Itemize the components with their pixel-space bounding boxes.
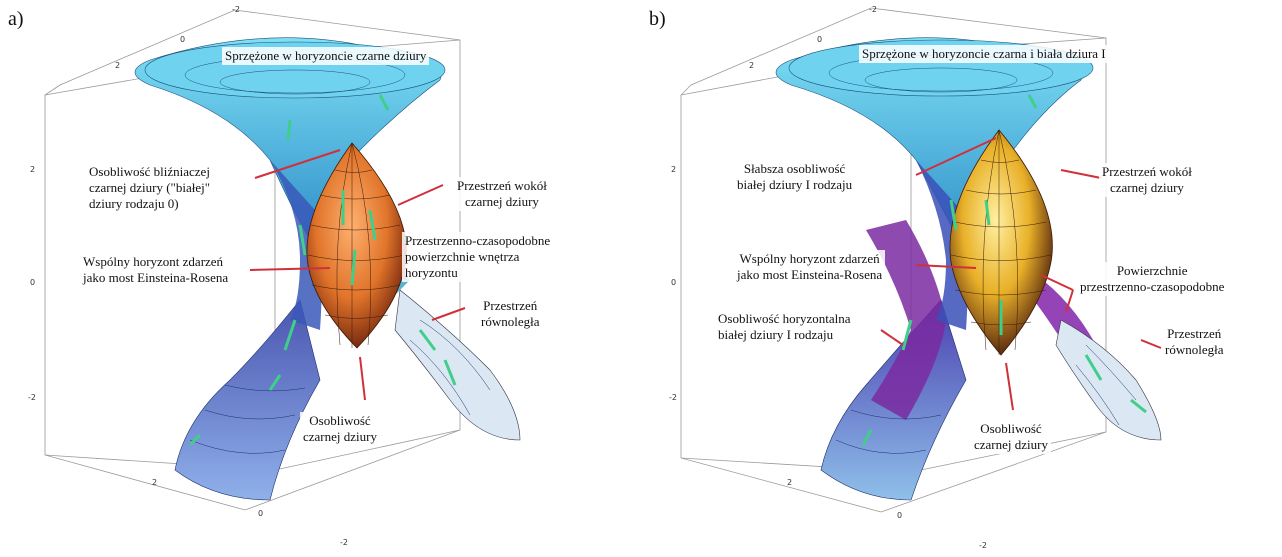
tick-label: -2	[340, 538, 348, 547]
parallel-space-surface	[394, 289, 521, 441]
flow-arrows	[861, 94, 1147, 446]
label-line: równoległa	[481, 314, 540, 329]
label-line: Osobliwość horyzontalna	[718, 311, 851, 326]
label-weaker-singularity: Słabsza osobliwość białej dziury I rodza…	[734, 160, 856, 194]
tick-label: 0	[258, 509, 263, 518]
label-twin-singularity: Osobliwość bliźniaczej czarnej dziury ("…	[86, 163, 214, 213]
label-bh-singularity: Osobliwość czarnej dziury	[971, 420, 1051, 454]
label-line: czarnej dziury	[974, 437, 1048, 452]
label-line: białej dziury I rodzaju	[718, 327, 834, 342]
label-bh-singularity: Osobliwość czarnej dziury	[300, 412, 380, 446]
label-horizon: Wspólny horyzont zdarzeń jako most Einst…	[734, 250, 886, 284]
tick-label: -2	[669, 393, 677, 402]
label-line: Przestrzeń	[1167, 326, 1222, 341]
tick-label: 2	[30, 165, 35, 174]
label-line: Osobliwość	[980, 421, 1042, 436]
label-line: Powierzchnie	[1116, 263, 1188, 278]
label-line: Wspólny horyzont zdarzeń	[83, 254, 224, 269]
label-parallel-space: Przestrzeń równoległa	[1162, 325, 1227, 359]
label-line: Osobliwość	[309, 413, 371, 428]
tick-label: 2	[671, 165, 676, 174]
tick-label: 2	[115, 61, 120, 70]
panel-b: b)	[641, 0, 1282, 557]
panel-a: a)	[8, 5, 554, 547]
label-line: czarnej dziury	[464, 194, 539, 209]
tick-label: 0	[817, 35, 822, 44]
tick-label: 0	[671, 278, 676, 287]
label-line: białej dziury I rodzaju	[737, 177, 853, 192]
label-line: równoległa	[1165, 342, 1224, 357]
label-line: Wspólny horyzont zdarzeń	[739, 251, 880, 266]
purple-surface	[866, 220, 946, 420]
label-line: Przestrzeń wokół	[1102, 164, 1192, 179]
label-line: Przestrzeń wokół	[457, 178, 547, 193]
tick-label: 2	[749, 61, 754, 70]
flow-arrows	[188, 94, 457, 447]
label-line: dziury rodzaju 0)	[89, 196, 179, 211]
label-parallel-space: Przestrzeń równoległa	[478, 297, 543, 331]
tick-label: 2	[787, 478, 792, 487]
tick-label: -2	[979, 541, 987, 550]
parallel-space-surface	[1055, 319, 1162, 441]
label-line: horyzontu	[405, 265, 458, 280]
tick-label: -2	[28, 393, 36, 402]
label-line: jako most Einsteina-Rosena	[83, 270, 229, 285]
label-space-around: Przestrzeń wokół czarnej dziury	[454, 177, 550, 211]
label-top: Sprzężone w horyzoncie czarne dziury	[222, 47, 430, 65]
tick-label: 0	[180, 35, 185, 44]
throat-left-surface	[916, 160, 968, 330]
label-line: przestrzenno-czasopodobne	[1080, 279, 1225, 294]
wormhole-plot-a: 2 0 -2 -2 0 2 2 0 -2	[28, 5, 521, 547]
panel-letter: a)	[8, 8, 24, 30]
label-line: Osobliwość bliźniaczej	[89, 164, 210, 179]
label-line: Przestrzenno-czasopodobne	[405, 233, 551, 248]
tick-label: 0	[897, 511, 902, 520]
panel-letter: b)	[649, 8, 666, 30]
tick-label: 2	[152, 478, 157, 487]
label-horizon: Wspólny horyzont zdarzeń jako most Einst…	[80, 253, 232, 287]
label-line: czarnej dziury	[303, 429, 377, 444]
label-spacetime-surfaces: Przestrzenno-czasopodobne powierzchnie w…	[402, 232, 554, 282]
label-space-around: Przestrzeń wokół czarnej dziury	[1099, 163, 1195, 197]
lower-funnel-surface	[174, 299, 321, 501]
label-line: jako most Einsteina-Rosena	[737, 267, 883, 282]
label-line: Słabsza osobliwość	[743, 161, 846, 176]
label-line: czarnej dziury	[1109, 180, 1184, 195]
tick-label: -2	[232, 5, 240, 14]
label-top: Sprzężone w horyzoncie czarna i biała dz…	[859, 45, 1109, 63]
leader-lines	[880, 137, 1162, 411]
label-horizontal-singularity: Osobliwość horyzontalna białej dziury I …	[715, 310, 854, 344]
label-line: powierzchnie wnętrza	[405, 249, 520, 264]
label-line: czarnej dziury ("białej"	[89, 180, 211, 195]
label-line: Przestrzeń	[483, 298, 538, 313]
core-singularity-body	[306, 142, 407, 349]
label-spacetime-surfaces: Powierzchnie przestrzenno-czasopodobne	[1077, 262, 1228, 296]
tick-label: -2	[869, 5, 877, 14]
tick-label: 0	[30, 278, 35, 287]
throat-left-surface	[270, 160, 322, 330]
